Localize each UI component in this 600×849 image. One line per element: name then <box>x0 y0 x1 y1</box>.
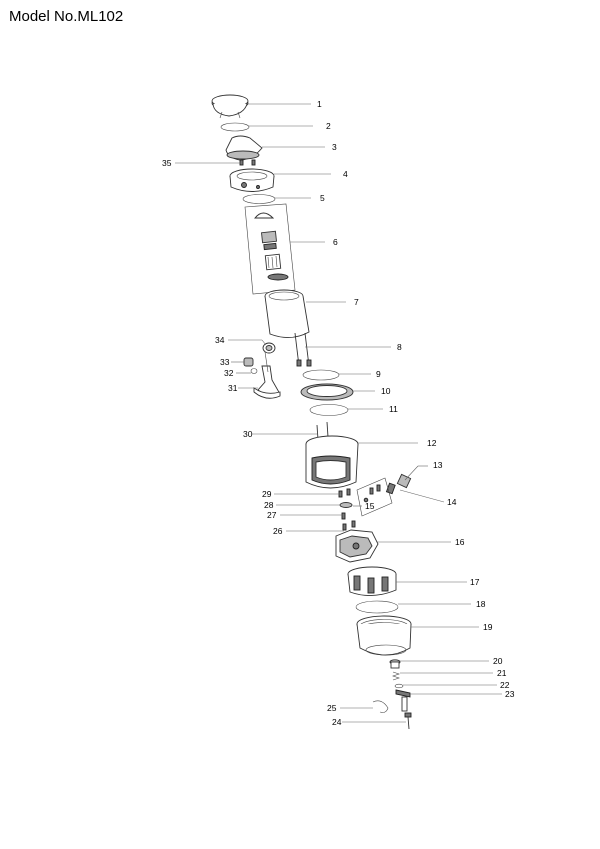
part-screw-24 <box>404 712 412 730</box>
callout-4: 4 <box>343 169 348 179</box>
callout-12: 12 <box>427 438 437 448</box>
callout-32: 32 <box>224 368 234 378</box>
part-bottom-cup <box>356 615 412 656</box>
callout-11: 11 <box>389 404 398 414</box>
model-title: Model No.ML102 <box>9 8 124 25</box>
part-inner-module <box>244 203 296 295</box>
callout-26: 26 <box>273 526 283 536</box>
part-knob-33 <box>243 357 254 367</box>
callout-18: 18 <box>476 599 486 609</box>
callout-34: 34 <box>215 335 225 345</box>
callout-13: 13 <box>433 460 443 470</box>
callout-29: 29 <box>262 489 272 499</box>
part-handle <box>253 365 281 399</box>
callout-14: 14 <box>447 497 457 507</box>
callout-21: 21 <box>497 668 507 678</box>
callout-8: 8 <box>397 342 402 352</box>
part-lower-ring <box>300 383 354 401</box>
part-spring-21 <box>392 671 400 681</box>
part-main-housing <box>305 435 359 489</box>
part-screw-29 <box>338 488 351 498</box>
callout-19: 19 <box>483 622 493 632</box>
part-o-ring-11 <box>309 404 349 416</box>
callout-2: 2 <box>326 121 331 131</box>
part-o-ring-18 <box>355 600 399 614</box>
callout-7: 7 <box>354 297 359 307</box>
callout-25: 25 <box>327 703 337 713</box>
part-lamp-head-ring <box>229 168 275 192</box>
callout-27: 27 <box>267 510 277 520</box>
part-o-ring-5 <box>242 194 276 204</box>
callout-15: 15 <box>365 501 375 511</box>
callout-23: 23 <box>505 689 515 699</box>
part-pin-20 <box>389 659 401 669</box>
callout-16: 16 <box>455 537 465 547</box>
callout-30: 30 <box>243 429 253 439</box>
callout-1: 1 <box>317 99 322 109</box>
part-screw-26 <box>342 520 356 531</box>
part-battery-holder <box>347 566 397 596</box>
callout-3: 3 <box>332 142 337 152</box>
part-top-cap <box>211 94 249 119</box>
part-screw-35 <box>239 159 256 166</box>
callout-10: 10 <box>381 386 391 396</box>
callout-17: 17 <box>470 577 480 587</box>
callout-24: 24 <box>332 717 342 727</box>
part-tube <box>264 289 310 338</box>
callout-33: 33 <box>220 357 230 367</box>
callout-9: 9 <box>376 369 381 379</box>
part-snap-ring-25 <box>372 700 389 713</box>
callout-20: 20 <box>493 656 503 666</box>
part-base-plate <box>335 529 379 563</box>
part-cap-gasket <box>220 122 250 132</box>
callout-28: 28 <box>264 500 274 510</box>
part-screw-rods <box>294 332 312 367</box>
callout-35: 35 <box>162 158 172 168</box>
callout-31: 31 <box>228 383 238 393</box>
part-screw-27 <box>341 512 346 520</box>
callout-6: 6 <box>333 237 338 247</box>
part-hinge-34 <box>262 342 276 373</box>
part-washer-28 <box>339 502 353 508</box>
part-washer-22 <box>394 683 404 689</box>
part-clip-23 <box>395 689 411 712</box>
part-o-ring-9 <box>302 369 340 381</box>
callout-22: 22 <box>500 680 510 690</box>
part-pcb-board <box>356 477 393 517</box>
part-cone-dome <box>225 135 263 161</box>
part-washer-32 <box>250 368 258 374</box>
callout-5: 5 <box>320 193 325 203</box>
leader-lines <box>175 103 502 723</box>
